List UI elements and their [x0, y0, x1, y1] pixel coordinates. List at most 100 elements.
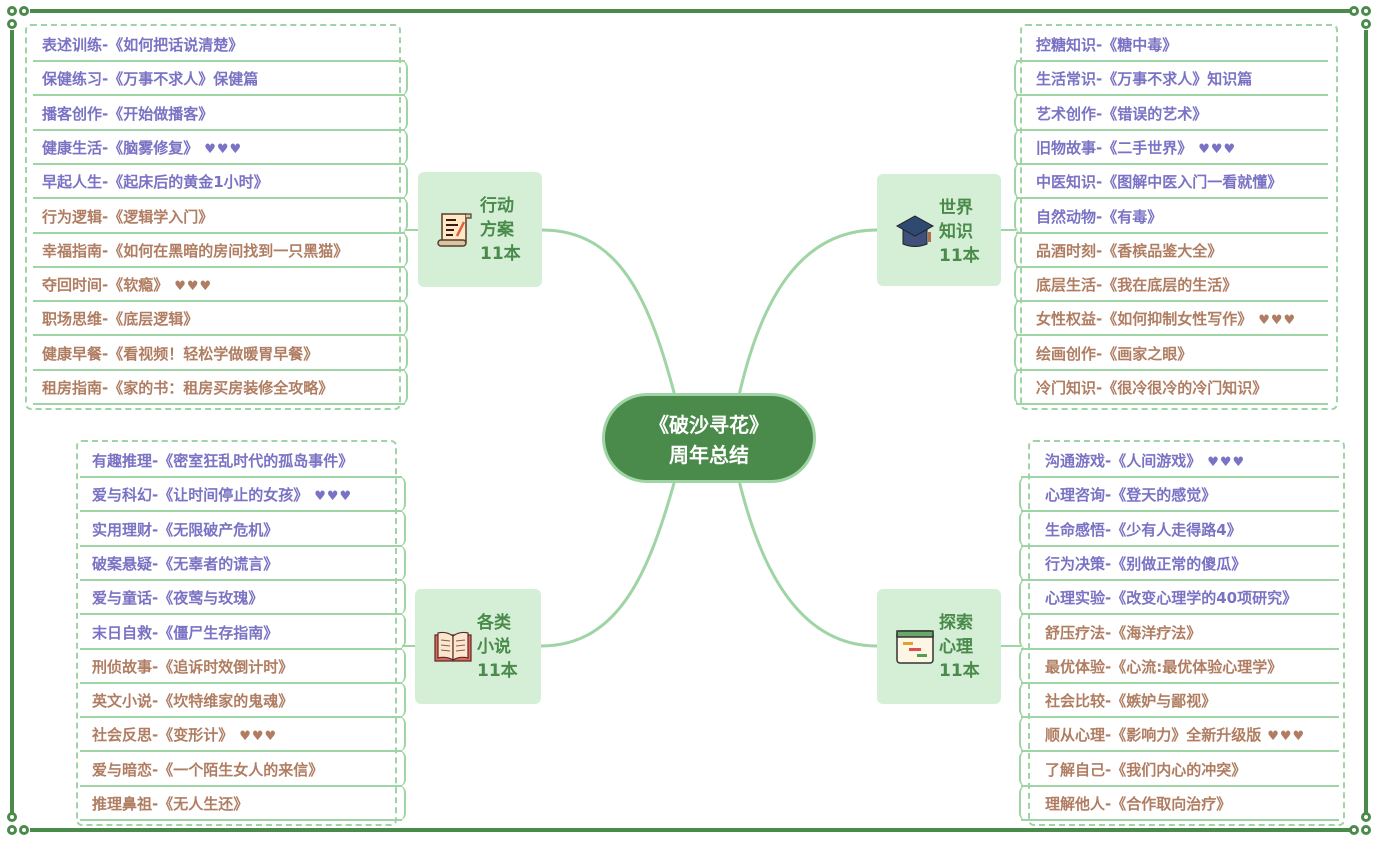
branch-connector	[1019, 681, 1029, 719]
book-item[interactable]: 行为决策-《别做正常的傻瓜》	[1021, 547, 1339, 581]
branch-connector	[1014, 60, 1024, 97]
branch-connector	[1014, 334, 1024, 371]
book-item[interactable]: 社会反思-《变形计》 ♥♥♥	[80, 718, 402, 753]
central-topic-subtitle: 周年总结	[669, 443, 749, 467]
book-item[interactable]: 自然动物-《有毒》	[1016, 200, 1328, 234]
book-item[interactable]: 中医知识-《图解中医入门一看就懂》	[1016, 165, 1328, 200]
book-item-label: 舒压疗法-《海洋疗法》	[1045, 623, 1202, 642]
branch-node-psych[interactable]: 探索 心理 11本	[877, 589, 1001, 704]
branch-connector	[1019, 476, 1029, 513]
branch-connector	[398, 60, 408, 97]
book-item-label: 社会反思-《变形计》	[92, 726, 234, 745]
book-item-label: 保健练习-《万事不求人》保健篇	[42, 70, 259, 89]
book-item-label: 艺术创作-《错误的艺术》	[1036, 104, 1208, 123]
book-item[interactable]: 推理鼻祖-《无人生还》	[80, 787, 402, 821]
book-item-label: 心理实验-《改变心理学的40项研究》	[1045, 589, 1298, 608]
book-item[interactable]: 早起人生-《起床后的黄金1小时》	[33, 165, 405, 200]
book-item-label: 爱与暗恋-《一个陌生女人的来信》	[92, 760, 324, 779]
book-item[interactable]: 实用理财-《无限破产危机》	[80, 513, 402, 547]
hearts-rating-icon: ♥♥♥	[174, 279, 213, 295]
book-item[interactable]: 最优体验-《心流:最优体验心理学》	[1021, 650, 1339, 684]
book-item-label: 绘画创作-《画家之眼》	[1036, 344, 1193, 363]
book-item[interactable]: 旧物故事-《二手世界》♥♥♥	[1016, 131, 1328, 165]
branch-label-line2: 知识	[939, 222, 973, 242]
branch-label-line2: 心理	[939, 637, 973, 657]
book-item[interactable]: 英文小说-《坎特维家的鬼魂》	[80, 684, 402, 719]
book-item[interactable]: 夺回时间-《软瘾》♥♥♥	[33, 268, 405, 303]
book-item-label: 职场思维-《底层逻辑》	[42, 310, 199, 329]
book-item[interactable]: 了解自己-《我们内心的冲突》	[1021, 753, 1339, 787]
book-item[interactable]: 社会比较-《嫉妒与鄙视》	[1021, 684, 1339, 719]
branch-connector	[1019, 613, 1029, 650]
frame-right	[1364, 30, 1368, 820]
book-item[interactable]: 顺从心理-《影响力》全新升级版♥♥♥	[1021, 718, 1339, 753]
book-item[interactable]: 生活常识-《万事不求人》知识篇	[1016, 62, 1328, 97]
hearts-rating-icon: ♥♥♥	[239, 729, 278, 745]
graduation-cap-icon	[895, 215, 935, 247]
book-item[interactable]: 心理实验-《改变心理学的40项研究》	[1021, 581, 1339, 616]
book-item[interactable]: 女性权益-《如何抑制女性写作》♥♥♥	[1016, 302, 1328, 337]
branch-node-action[interactable]: 行动 方案 11本	[418, 172, 542, 287]
branch-connector	[1014, 197, 1024, 234]
branch-connector	[396, 578, 406, 616]
book-item[interactable]: 行为逻辑-《逻辑学入门》	[33, 200, 405, 234]
book-item-label: 末日自救-《僵尸生存指南》	[92, 623, 279, 642]
book-item[interactable]: 健康早餐-《看视频！轻松学做暖胃早餐》	[33, 337, 405, 371]
branch-connector	[398, 128, 408, 165]
book-item[interactable]: 理解他人-《合作取向治疗》	[1021, 787, 1339, 821]
branch-connector	[396, 510, 406, 547]
branch-label-line2: 方案	[480, 220, 514, 240]
book-item[interactable]: 艺术创作-《错误的艺术》	[1016, 97, 1328, 131]
frame-left	[10, 30, 14, 820]
scroll-icon	[437, 213, 472, 247]
book-item[interactable]: 舒压疗法-《海洋疗法》	[1021, 616, 1339, 650]
book-item-label: 推理鼻祖-《无人生还》	[92, 795, 249, 813]
book-item[interactable]: 沟通游戏-《人间游戏》♥♥♥	[1021, 444, 1339, 478]
book-item[interactable]: 职场思维-《底层逻辑》	[33, 302, 405, 337]
book-item-label: 心理咨询-《登天的感觉》	[1045, 486, 1217, 505]
book-item[interactable]: 破案悬疑-《无辜者的谎言》	[80, 547, 402, 581]
book-item[interactable]: 保健练习-《万事不求人》保健篇	[33, 62, 405, 97]
book-item[interactable]: 刑侦故事-《追诉时效倒计时》	[80, 650, 402, 684]
branch-label-line1: 行动	[480, 196, 514, 216]
book-item[interactable]: 绘画创作-《画家之眼》	[1016, 337, 1328, 371]
branch-connector	[1019, 578, 1029, 616]
book-item[interactable]: 幸福指南-《如何在黑暗的房间找到一只黑猫》	[33, 234, 405, 268]
branch-connector	[396, 750, 406, 787]
branch-label-line1: 探索	[939, 613, 973, 633]
book-item[interactable]: 爱与童话-《夜莺与玫瑰》	[80, 581, 402, 616]
book-item[interactable]: 控糖知识-《糖中毒》	[1016, 28, 1328, 62]
branch-node-novels[interactable]: 各类 小说 11本	[415, 589, 541, 704]
book-item-label: 生命感悟-《少有人走得路4》	[1045, 520, 1242, 539]
book-item[interactable]: 品酒时刻-《香槟品鉴大全》	[1016, 234, 1328, 268]
book-item[interactable]: 爱与暗恋-《一个陌生女人的来信》	[80, 753, 402, 787]
book-item[interactable]: 健康生活-《脑雾修复》♥♥♥	[33, 131, 405, 165]
branch-node-world[interactable]: 世界 知识 11本	[877, 174, 1001, 286]
book-item-label: 女性权益-《如何抑制女性写作》	[1036, 310, 1253, 329]
branch-connector	[1014, 368, 1024, 405]
branch-connector	[396, 784, 406, 821]
book-item[interactable]: 播客创作-《开始做播客》	[33, 97, 405, 131]
branch-count: 11本	[939, 246, 980, 266]
central-topic[interactable]: 《破沙寻花》 周年总结	[602, 393, 816, 483]
book-item[interactable]: 冷门知识-《很冷很冷的冷门知识》	[1016, 371, 1328, 405]
book-item[interactable]: 底层生活-《我在底层的生活》	[1016, 268, 1328, 303]
book-item-label: 租房指南-《家的书：租房买房装修全攻略》	[42, 379, 334, 397]
book-item-label: 品酒时刻-《香槟品鉴大全》	[1036, 241, 1223, 260]
book-item[interactable]: 心理咨询-《登天的感觉》	[1021, 478, 1339, 513]
book-item-label: 控糖知识-《糖中毒》	[1036, 36, 1178, 54]
book-item[interactable]: 租房指南-《家的书：租房买房装修全攻略》	[33, 371, 405, 405]
book-item-label: 刑侦故事-《追诉时效倒计时》	[92, 657, 294, 676]
book-item[interactable]: 爱与科幻-《让时间停止的女孩》♥♥♥	[80, 478, 402, 513]
book-item-label: 行为逻辑-《逻辑学入门》	[42, 207, 214, 226]
branch-label-line1: 各类	[477, 613, 511, 633]
book-item-label: 播客创作-《开始做播客》	[42, 104, 214, 123]
book-item[interactable]: 末日自救-《僵尸生存指南》	[80, 616, 402, 650]
book-item[interactable]: 有趣推理-《密室狂乱时代的孤岛事件》	[80, 444, 402, 478]
branch-connector	[1019, 647, 1029, 684]
book-item-label: 有趣推理-《密室狂乱时代的孤岛事件》	[92, 452, 354, 470]
branch-connector	[398, 162, 408, 200]
book-item[interactable]: 生命感悟-《少有人走得路4》	[1021, 513, 1339, 547]
book-item-label: 早起人生-《起床后的黄金1小时》	[42, 173, 269, 192]
book-item[interactable]: 表述训练-《如何把话说清楚》	[33, 28, 405, 62]
